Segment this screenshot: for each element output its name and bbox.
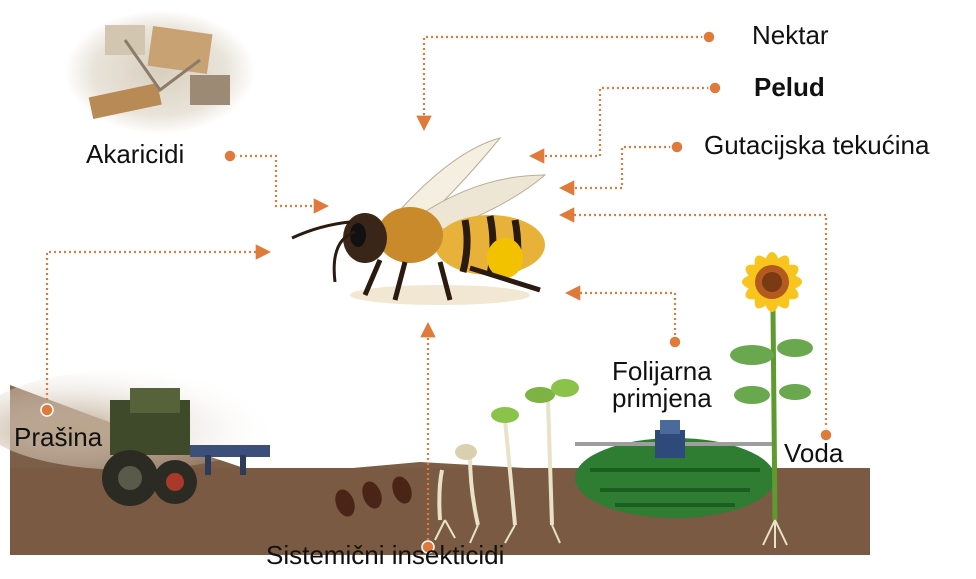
seedlings [434, 379, 579, 544]
arrow-water [558, 207, 828, 435]
exposure-arrows [45, 35, 828, 545]
seeds [335, 476, 412, 517]
beehive-photo [65, 10, 255, 134]
arrow-foliar [564, 285, 677, 340]
arrow-pollen [528, 86, 714, 164]
label-pollen: Pelud [754, 72, 825, 102]
arrow-dust [45, 244, 272, 410]
arrow-acaricides [230, 154, 330, 214]
sprayer-field [575, 420, 775, 518]
label-acaricides: Akaricidi [86, 139, 185, 169]
honeybee-icon [291, 137, 547, 305]
label-water: Voda [784, 438, 844, 468]
label-guttation: Gutacijska tekućina [704, 130, 930, 160]
tractor-icon [102, 388, 270, 506]
arrow-guttation [558, 145, 676, 196]
label-foliar: Folijarna primjena [612, 356, 712, 414]
label-nectar: Nektar [752, 20, 829, 50]
sunflower-icon [730, 252, 813, 548]
arrow-origin-dots [40, 30, 833, 554]
label-dust: Prašina [14, 422, 103, 452]
label-systemic: Sistemični insekticidi [266, 540, 505, 570]
arrow-nectar [416, 35, 708, 132]
